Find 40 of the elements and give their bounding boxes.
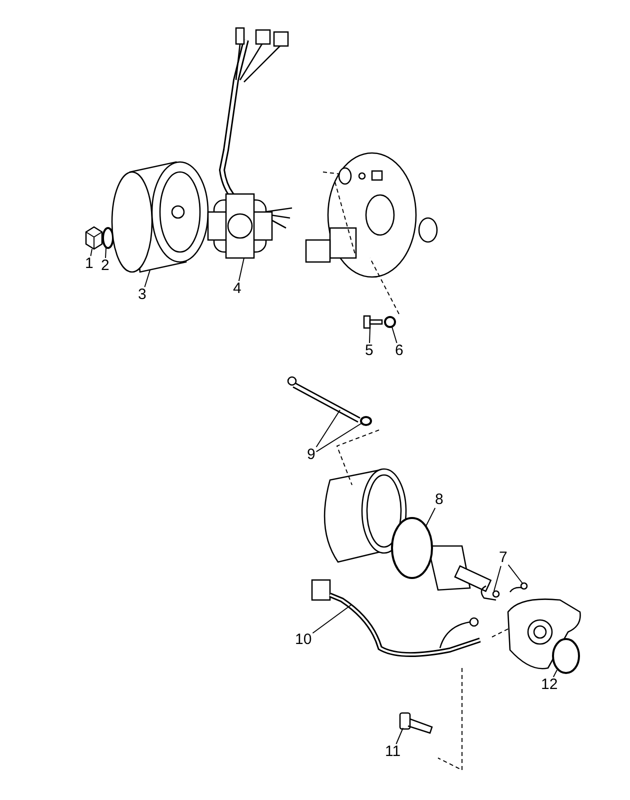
callout-number: 9 [306,447,316,463]
callout-number: 12 [540,677,559,693]
flywheel [111,161,209,273]
stator [207,193,273,259]
screw [363,315,383,329]
callout-number: 3 [137,287,148,303]
clip [480,585,500,601]
callout-number: 1 [84,256,94,272]
callout-number: 8 [434,492,444,508]
callout-number: 7 [498,550,508,566]
clip [509,582,528,592]
leader-line [316,410,340,448]
leader-line [312,604,352,634]
leader-line [369,328,370,344]
leader-line [426,508,436,526]
leader-line [105,248,106,258]
leader-line [238,258,244,282]
callout-number: 6 [394,343,404,359]
washer [384,316,396,328]
callout-number: 11 [384,744,402,760]
callout-number: 5 [364,343,374,359]
bolt [399,712,433,734]
leader-line [144,270,150,288]
leader-line [90,248,92,256]
leader-line [392,326,398,344]
washer [102,227,114,249]
o-ring [391,517,433,579]
wire-cable [311,579,481,657]
bolt [287,376,361,423]
leader-line [552,670,558,678]
callout-number: 10 [294,632,313,648]
leader-line [508,564,524,584]
callout-number: 2 [100,258,110,274]
leader-line [396,728,404,744]
hex-nut [85,226,103,250]
o-ring [552,638,580,674]
washer [360,416,372,426]
callout-number: 4 [232,281,242,297]
leader-line [494,566,502,592]
leader-line [316,422,362,452]
